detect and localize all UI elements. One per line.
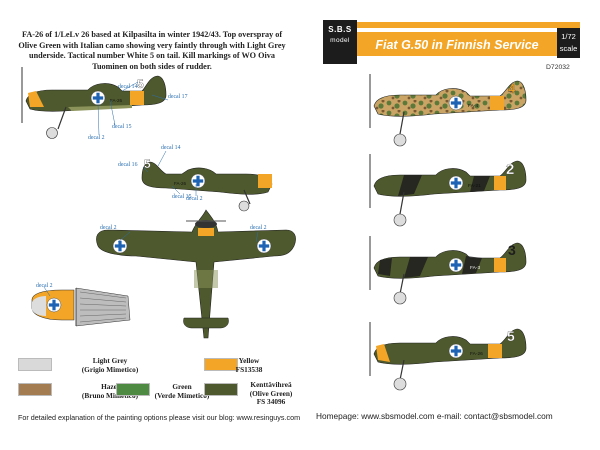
code-mid: FA-26 <box>174 181 187 186</box>
decal-label: decal 15 <box>112 124 132 130</box>
scale-badge: 1/72 scale <box>557 28 580 58</box>
decal-label: decal 2 <box>100 225 117 231</box>
profile-top-left: 5 FA-26 <box>21 67 167 139</box>
plan-view-aircraft <box>96 209 296 339</box>
scale-label: scale <box>559 44 578 53</box>
footer-blog-note: For detailed explanation of the painting… <box>18 413 301 422</box>
code-r1: FA-4 <box>468 103 478 109</box>
profile-right-4: 5 FA-26 <box>369 322 527 391</box>
decal-label: decal 2 <box>250 225 267 231</box>
tail-number-r2: 2 <box>506 161 514 178</box>
footer-contact: Homepage: www.sbsmodel.com e-mail: conta… <box>316 411 553 421</box>
decal-label: decal 14 <box>161 145 181 151</box>
brand-logo: S.B.S model <box>323 20 357 64</box>
brand-line1: S.B.S <box>328 25 352 34</box>
tail-number-top: 5 <box>137 77 144 91</box>
swatch-label-green: Green (Verde Mimetico) <box>154 382 210 400</box>
decal-label: decal 16 <box>118 162 138 168</box>
scale-value: 1/72 <box>561 32 576 41</box>
profile-right-1: 4 FA-4 <box>369 74 527 147</box>
tail-number-r3: 3 <box>508 242 516 258</box>
rudder-detail <box>31 287 131 327</box>
decal-label: decal 14 <box>118 84 138 90</box>
tail-number-mid: 5 <box>144 157 151 171</box>
profile-right-3: 3 FA-3 <box>369 236 527 305</box>
swatch-olive <box>204 383 238 396</box>
scheme-description: FA-26 of 1/LeLv 26 based at Kilpasilta i… <box>18 30 286 71</box>
title-bar <box>357 32 557 56</box>
decal-label: decal 15 <box>172 194 192 200</box>
brand-line2: model <box>330 37 350 44</box>
decal-label: decal 2 <box>186 196 203 202</box>
code-r4: FA-26 <box>470 351 483 357</box>
decal-label: decal 2 <box>36 283 53 289</box>
swatch-label-light-grey: Light Grey (Grigio Mimetico) <box>81 356 139 374</box>
code-r3: FA-3 <box>470 265 480 271</box>
decal-label: decal 2 <box>88 135 105 141</box>
swatch-hazel <box>18 383 52 396</box>
profile-right-2: 2 FA-21 <box>369 154 527 227</box>
header-accent-line <box>357 22 580 28</box>
profile-mid-left: 5 FA-26 <box>141 157 273 212</box>
swatch-label-yellow: Yellow FS13538 <box>235 356 263 374</box>
swatch-yellow <box>204 358 238 371</box>
decal-label: decal 17 <box>168 94 188 100</box>
swatch-light-grey <box>18 358 52 371</box>
page-title: Fiat G.50 in Finnish Service <box>375 38 539 52</box>
code-top: FA-26 <box>110 98 123 103</box>
code-r2: FA-21 <box>468 183 481 189</box>
swatch-green <box>116 383 150 396</box>
product-code: D72032 <box>546 64 570 71</box>
swatch-label-olive: Kenttävihreä (Olive Green) FS 34096 <box>249 380 293 407</box>
tail-number-r4: 5 <box>507 328 515 344</box>
tail-number-r1: 4 <box>508 81 516 96</box>
